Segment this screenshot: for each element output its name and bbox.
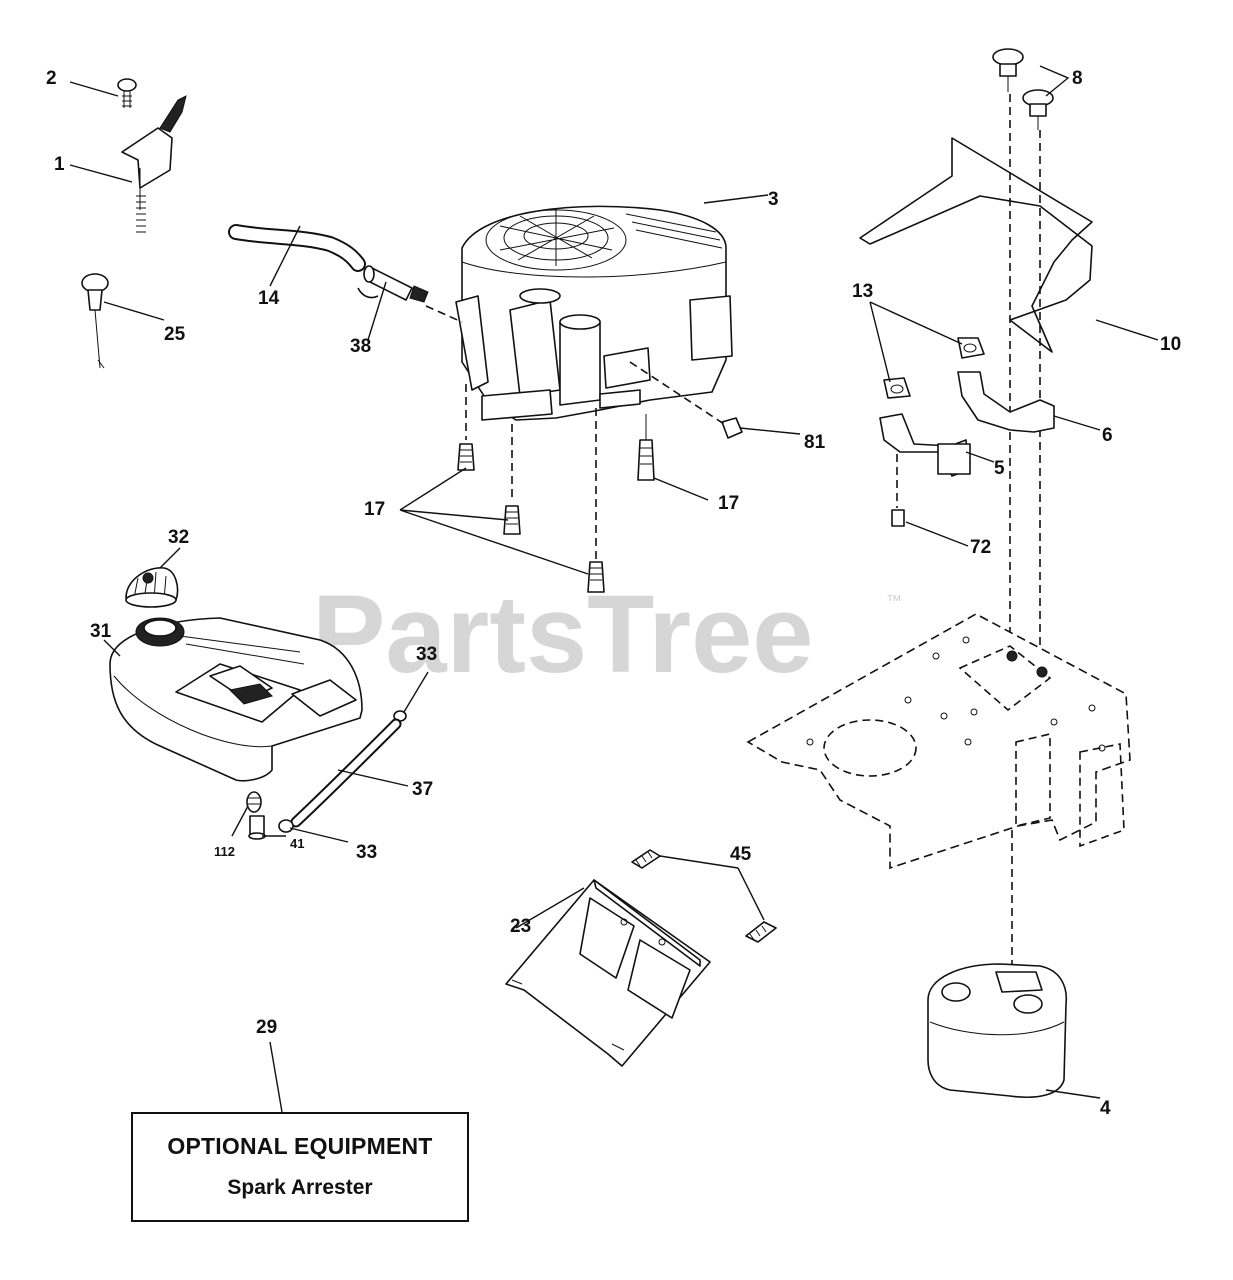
part-choke-rod [81,273,109,369]
callout-5: 5 [994,458,1005,479]
callout-81: 81 [804,432,826,453]
callout-37: 37 [412,779,433,800]
callout-8: 8 [1072,68,1083,89]
callout-33-top: 33 [416,644,437,665]
part-heat-shield [859,137,1093,353]
callout-4: 4 [1100,1098,1111,1119]
optional-equipment-box: OPTIONAL EQUIPMENT Spark Arrester [131,1112,469,1222]
part-bolts-8 [992,48,1054,674]
callout-45: 45 [730,844,752,865]
watermark-trademark: ™ [886,593,902,610]
part-frame-plate [746,613,1131,870]
callout-17-right: 17 [718,493,739,514]
callout-112: 112 [214,844,235,859]
callout-38: 38 [350,336,371,357]
optional-equipment-subtitle: Spark Arrester [227,1176,373,1199]
callout-13: 13 [852,281,873,302]
part-bolts-17 [457,414,655,593]
callout-72: 72 [970,537,991,558]
callout-6: 6 [1102,425,1113,446]
callout-23: 23 [510,916,531,937]
callout-3: 3 [768,189,779,210]
callout-41: 41 [290,836,304,851]
part-fitting-81 [629,361,743,439]
callout-33-bottom: 33 [356,842,377,863]
callout-10: 10 [1160,334,1181,355]
callout-17-left: 17 [364,499,385,520]
part-fuel-cap [125,567,179,608]
part-throttle-control [121,95,187,233]
part-exhaust-pipes [879,337,1055,477]
part-muffler [927,963,1068,1099]
part-skid-plate [505,849,777,1067]
watermark-text: PartsTree [312,573,813,696]
part-engine [455,205,733,421]
optional-equipment-title: OPTIONAL EQUIPMENT [167,1133,433,1159]
callout-2: 2 [46,68,57,89]
callout-31: 31 [90,621,112,642]
leader-lines [69,65,1159,1113]
part-fuel-filter [357,265,429,303]
callout-1: 1 [54,154,65,175]
callout-32: 32 [168,527,189,548]
part-fuel-hose [228,224,366,272]
callout-14: 14 [258,288,280,309]
callout-25: 25 [164,324,186,345]
part-screw-2 [117,78,137,108]
part-bolt-72 [891,454,905,527]
part-fuel-line [246,710,407,840]
part-fuel-tank [109,617,363,782]
callout-29: 29 [256,1017,277,1038]
